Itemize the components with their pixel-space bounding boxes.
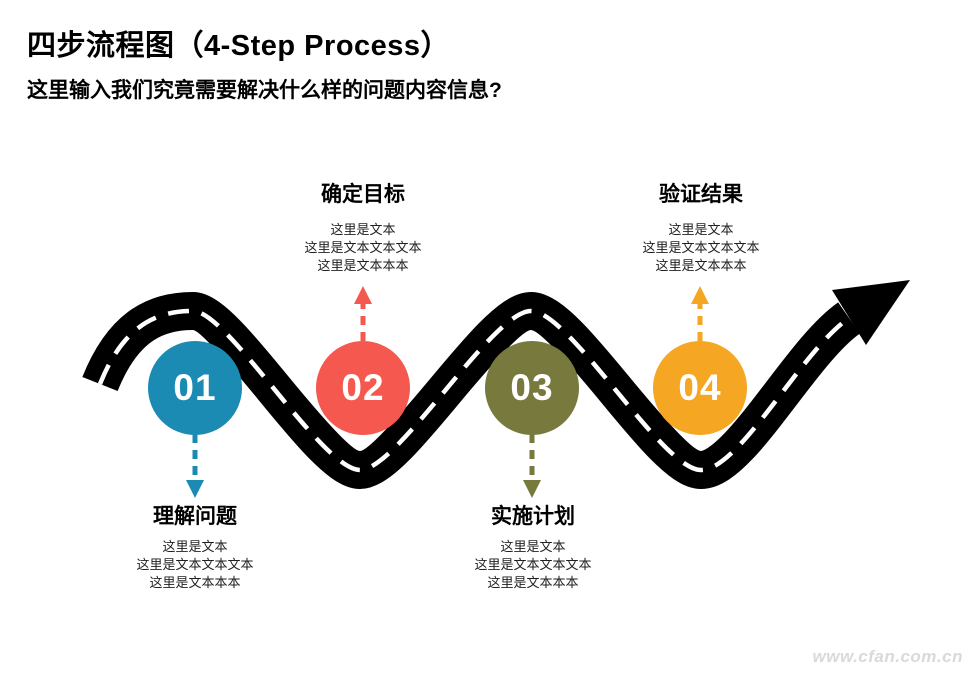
step2-number: 02 [341,367,385,408]
page-subtitle: 这里输入我们究竟需要解决什么样的问题内容信息? [27,79,502,102]
step1-title: 理解问题 [153,505,237,528]
step4-circle: 04 [653,341,747,435]
step4-connector-arrow [691,286,709,341]
step1-line3: 这里是文本本本 [149,575,241,590]
step1-circle: 01 [148,341,242,435]
step4-line2: 这里是文本文本文本 [642,240,760,255]
step4-number: 04 [678,367,722,408]
page-title: 四步流程图（4-Step Process） [27,30,451,62]
step1-number: 01 [173,367,217,408]
step4-description: 这里是文本 这里是文本文本文本 这里是文本本本 [586,221,816,275]
step1-connector-arrow [186,434,204,498]
watermark: www.cfan.com.cn [812,647,963,666]
step2-line2: 这里是文本文本文本 [304,240,422,255]
road-lane-marking-path [97,308,851,473]
road-arrowhead-icon [832,280,910,345]
step2-circle: 02 [316,341,410,435]
step4-title: 验证结果 [659,183,743,206]
step3-line3: 这里是文本本本 [487,575,579,590]
step4-line3: 这里是文本本本 [655,258,747,273]
step3-number: 03 [510,367,554,408]
step3-line2: 这里是文本文本文本 [474,557,592,572]
step1-line2: 这里是文本文本文本 [136,557,254,572]
step2-title: 确定目标 [321,183,405,206]
step3-connector-arrow [523,434,541,498]
step2-description: 这里是文本 这里是文本文本文本 这里是文本本本 [248,221,478,275]
step3-circle: 03 [485,341,579,435]
step1-line1: 这里是文本 [162,539,228,554]
step2-line1: 这里是文本 [330,222,396,237]
step2-connector-arrow [354,286,372,341]
step4-line1: 这里是文本 [668,222,734,237]
step3-description: 这里是文本 这里是文本文本文本 这里是文本本本 [418,538,648,592]
step1-description: 这里是文本 这里是文本文本文本 这里是文本本本 [80,538,310,592]
step3-line1: 这里是文本 [500,539,566,554]
step2-line3: 这里是文本本本 [317,258,409,273]
step3-title: 实施计划 [491,505,575,528]
